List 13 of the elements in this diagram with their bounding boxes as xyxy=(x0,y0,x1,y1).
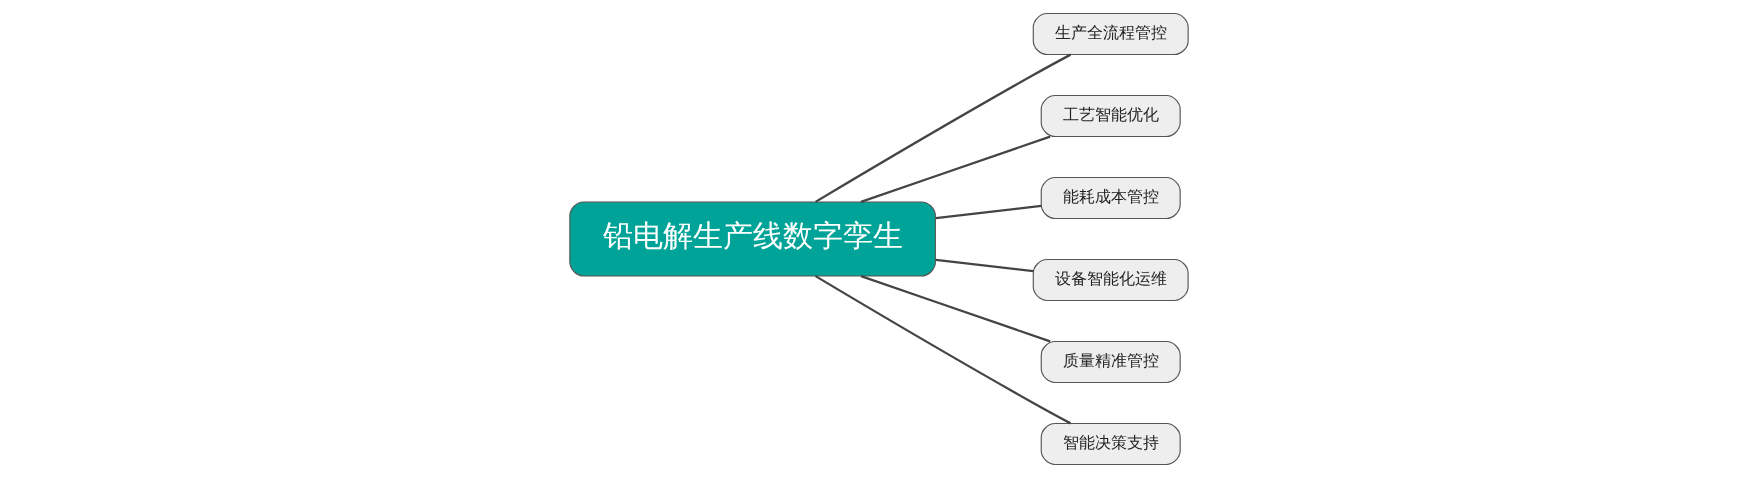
node-box: 能耗成本管控 xyxy=(1040,176,1181,219)
node-box: 设备智能化运维 xyxy=(1032,258,1189,301)
node-box: 工艺智能优化 xyxy=(1040,94,1181,137)
connector xyxy=(935,204,1042,219)
connector xyxy=(814,274,1072,424)
node-box: 智能决策支持 xyxy=(1040,422,1181,465)
node-box: 生产全流程管控 xyxy=(1032,12,1189,55)
connector xyxy=(860,274,1051,342)
connector xyxy=(860,135,1051,203)
node-box: 质量精准管控 xyxy=(1040,340,1181,383)
connector xyxy=(814,53,1072,203)
connector xyxy=(935,258,1034,272)
node-box: 铅电解生产线数字孪生 xyxy=(569,200,936,277)
